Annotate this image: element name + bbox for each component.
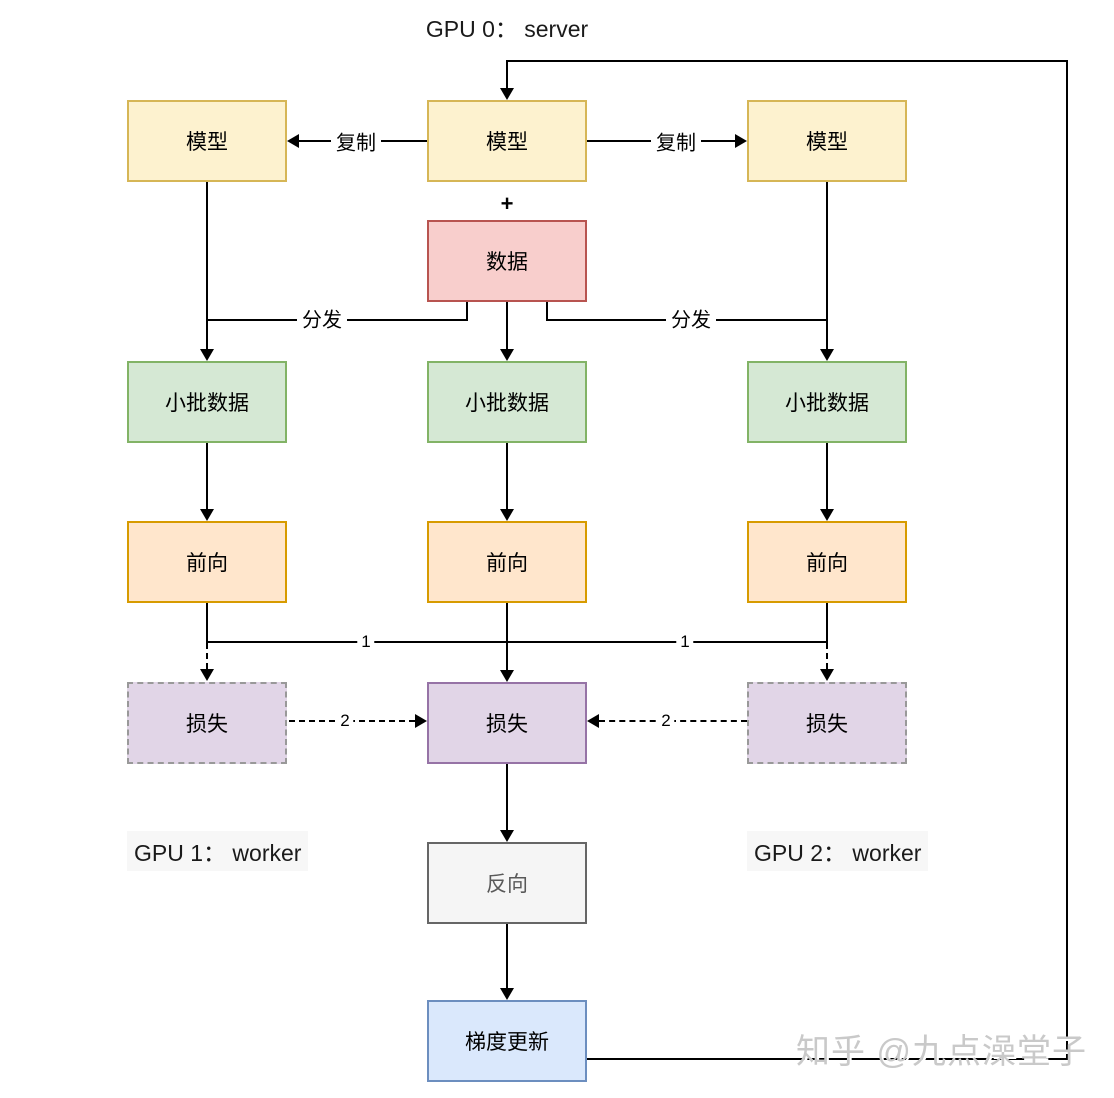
model-right-down-line xyxy=(826,182,828,349)
node-forward-gpu2-label: 前向 xyxy=(806,552,848,575)
feedback-right-line xyxy=(1066,60,1068,1060)
node-minibatch-gpu0-label: 小批数据 xyxy=(465,392,549,415)
step1-right-label: 1 xyxy=(676,632,694,652)
node-forward-gpu2: 前向 xyxy=(747,521,907,603)
node-loss-gpu1: 损失 xyxy=(127,682,287,764)
node-forward-gpu0: 前向 xyxy=(427,521,587,603)
node-minibatch-gpu0: 小批数据 xyxy=(427,361,587,443)
gpu2-worker-label: GPU 2： worker xyxy=(747,831,929,871)
model-left-down-line xyxy=(206,182,208,349)
node-minibatch-gpu1: 小批数据 xyxy=(127,361,287,443)
node-model-gpu2-label: 模型 xyxy=(806,131,848,154)
node-loss-gpu2: 损失 xyxy=(747,682,907,764)
feedback-top-line xyxy=(506,60,1068,62)
node-gradient-update: 梯度更新 xyxy=(427,1000,587,1082)
arrow-down-icon xyxy=(820,669,834,681)
feedback-drop-line xyxy=(506,60,508,90)
step1-right-line xyxy=(506,641,828,643)
data-center-down-line xyxy=(506,302,508,349)
node-forward-gpu1: 前向 xyxy=(127,521,287,603)
feedback-bottom-line xyxy=(587,1058,1068,1060)
node-loss-gpu0: 损失 xyxy=(427,682,587,764)
distribute-left-label: 分发 xyxy=(297,303,347,333)
node-backward-label: 反向 xyxy=(486,873,528,896)
node-model-gpu2: 模型 xyxy=(747,100,907,182)
copy-right-label: 复制 xyxy=(651,126,701,156)
minibatch-left-down-line xyxy=(206,443,208,509)
arrow-down-icon xyxy=(500,349,514,361)
minibatch-center-down-line xyxy=(506,443,508,509)
arrow-down-icon xyxy=(500,670,514,682)
node-model-gpu1: 模型 xyxy=(127,100,287,182)
plus-label: + xyxy=(494,191,520,217)
data-left-branch-line xyxy=(466,302,468,321)
node-backward: 反向 xyxy=(427,842,587,924)
node-data-label: 数据 xyxy=(486,251,528,274)
arrow-down-icon xyxy=(500,988,514,1000)
loss-right-dashed-line xyxy=(826,643,828,669)
arrow-down-icon xyxy=(200,509,214,521)
node-minibatch-gpu2: 小批数据 xyxy=(747,361,907,443)
forward-right-stub-line xyxy=(826,603,828,643)
arrow-right-icon xyxy=(735,134,747,148)
node-loss-gpu2-label: 损失 xyxy=(806,713,848,736)
node-model-gpu0-label: 模型 xyxy=(486,131,528,154)
node-forward-gpu0-label: 前向 xyxy=(486,552,528,575)
arrow-down-icon xyxy=(500,88,514,100)
node-loss-gpu1-label: 损失 xyxy=(186,713,228,736)
arrow-down-icon xyxy=(500,509,514,521)
gpu0-server-title: GPU 0： server xyxy=(425,16,589,42)
node-minibatch-gpu2-label: 小批数据 xyxy=(785,392,869,415)
node-minibatch-gpu1-label: 小批数据 xyxy=(165,392,249,415)
step1-left-line xyxy=(206,641,508,643)
arrow-down-icon xyxy=(200,669,214,681)
node-model-gpu1-label: 模型 xyxy=(186,131,228,154)
step1-left-label: 1 xyxy=(357,632,375,652)
node-loss-gpu0-label: 损失 xyxy=(486,713,528,736)
node-data: 数据 xyxy=(427,220,587,302)
loss-left-dashed-line xyxy=(206,643,208,669)
copy-left-label: 复制 xyxy=(331,126,381,156)
forward-center-down-line xyxy=(506,603,508,670)
zhihu-watermark: 知乎 @九点澡堂子 xyxy=(796,1033,1087,1071)
forward-left-stub-line xyxy=(206,603,208,643)
arrow-down-icon xyxy=(200,349,214,361)
loss-backward-line xyxy=(506,764,508,830)
arrow-down-icon xyxy=(820,349,834,361)
data-right-branch-line xyxy=(546,302,548,321)
arrow-right-icon xyxy=(415,714,427,728)
arrow-left-icon xyxy=(287,134,299,148)
node-model-gpu0: 模型 xyxy=(427,100,587,182)
node-gradient-update-label: 梯度更新 xyxy=(465,1031,549,1054)
step2-right-label: 2 xyxy=(657,711,675,731)
minibatch-right-down-line xyxy=(826,443,828,509)
node-forward-gpu1-label: 前向 xyxy=(186,552,228,575)
arrow-left-icon xyxy=(587,714,599,728)
backward-gradient-line xyxy=(506,924,508,988)
step2-left-label: 2 xyxy=(336,711,354,731)
arrow-down-icon xyxy=(820,509,834,521)
gpu1-worker-label: GPU 1： worker xyxy=(127,831,309,871)
arrow-down-icon xyxy=(500,830,514,842)
distribute-right-label: 分发 xyxy=(666,303,716,333)
